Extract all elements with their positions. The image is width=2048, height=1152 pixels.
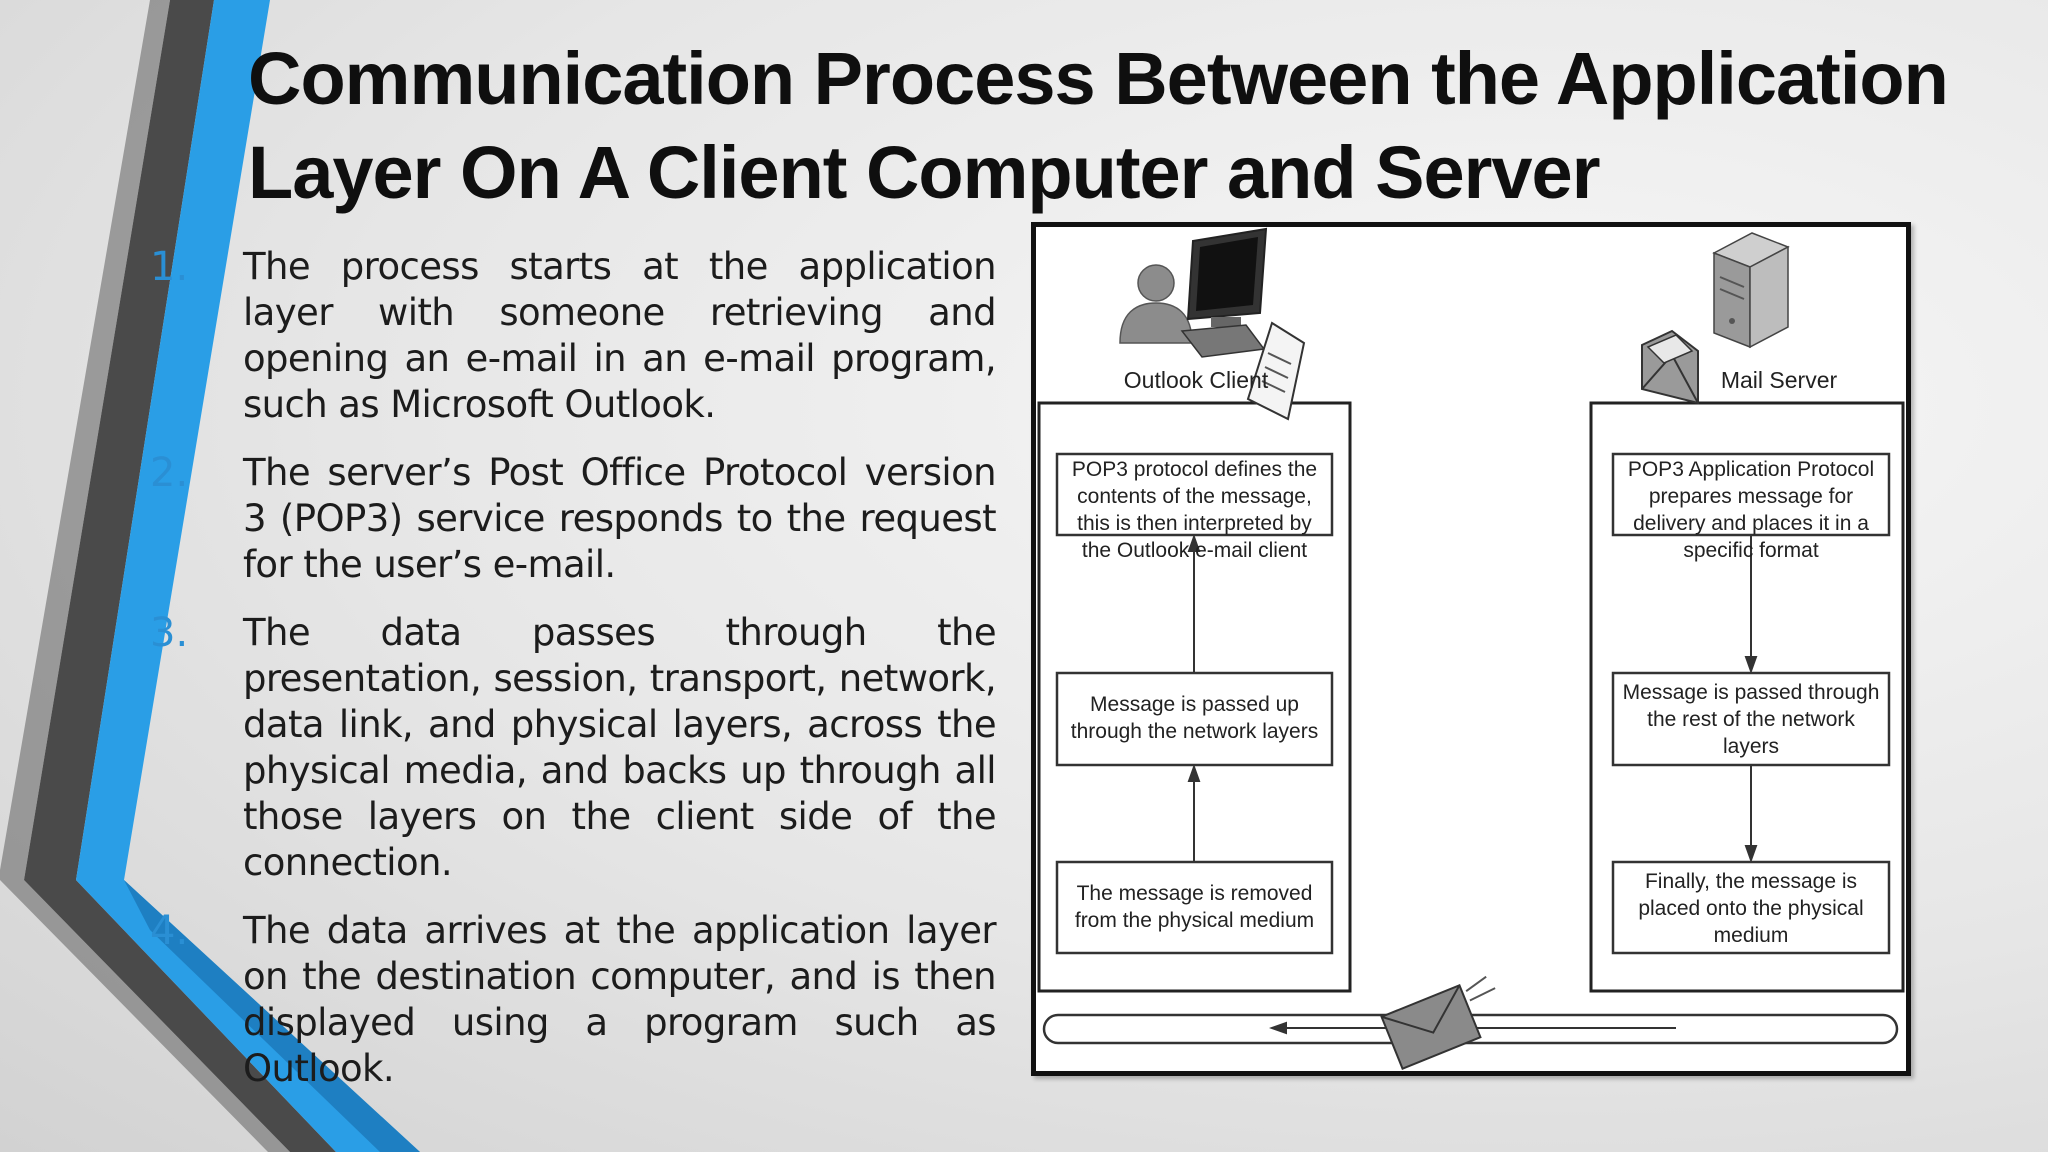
step-2: 2. The server’s Post Office Protocol ver… (150, 450, 997, 588)
step-text: The data passes through the presentation… (243, 611, 997, 884)
client-box-2 (1055, 671, 1334, 767)
document-icon (1246, 321, 1306, 421)
client-label: Outlook Client (1123, 367, 1269, 393)
server-box-1-text: POP3 Application Protocol prepares messa… (1627, 458, 1875, 562)
pop3-diagram: Outlook Client Mail Server POP3 protocol… (1031, 222, 1911, 1076)
client-box-2-text: Message is passed up through the network… (1070, 693, 1319, 743)
slide-title: Communication Process Between the Applic… (248, 32, 2008, 220)
envelope-icon (1380, 975, 1496, 1070)
step-number: 2. (150, 450, 189, 496)
server-panel (1589, 401, 1905, 993)
server-arrow-down (1744, 535, 1758, 863)
server-box-3 (1611, 860, 1891, 955)
step-text: The data arrives at the application laye… (243, 909, 997, 1090)
step-number: 1. (150, 244, 189, 290)
step-text: The process starts at the application la… (243, 245, 997, 426)
step-number: 3. (150, 610, 189, 656)
medium-arrow-left (1269, 1021, 1676, 1035)
client-box-3-text: The message is removed from the physical… (1074, 882, 1315, 932)
server-box-2-text: Message is passed through the rest of th… (1622, 681, 1880, 758)
user-icon (1119, 264, 1193, 344)
client-arrow-up (1187, 534, 1201, 862)
diagram-graphics (1037, 227, 1905, 1070)
server-icon (1712, 232, 1790, 349)
step-text: The server’s Post Office Protocol versio… (243, 451, 997, 586)
step-4: 4. The data arrives at the application l… (150, 908, 997, 1092)
open-envelope-icon (1641, 329, 1699, 405)
server-label: Mail Server (1720, 367, 1838, 393)
client-panel (1037, 401, 1352, 993)
computer-icon (1180, 227, 1268, 358)
title-line-2: Layer On A Client Computer and Server (248, 131, 1601, 214)
step-number: 4. (150, 908, 189, 954)
client-box-1 (1055, 452, 1334, 537)
title-line-1: Communication Process Between the Applic… (248, 37, 1949, 120)
client-box-3 (1055, 860, 1334, 955)
step-1: 1. The process starts at the application… (150, 244, 997, 428)
steps-list: 1. The process starts at the application… (150, 244, 997, 1114)
server-box-3-text: Finally, the message is placed onto the … (1638, 870, 1864, 947)
step-3: 3. The data passes through the presentat… (150, 610, 997, 886)
client-box-1-text: POP3 protocol defines the contents of th… (1071, 458, 1318, 562)
